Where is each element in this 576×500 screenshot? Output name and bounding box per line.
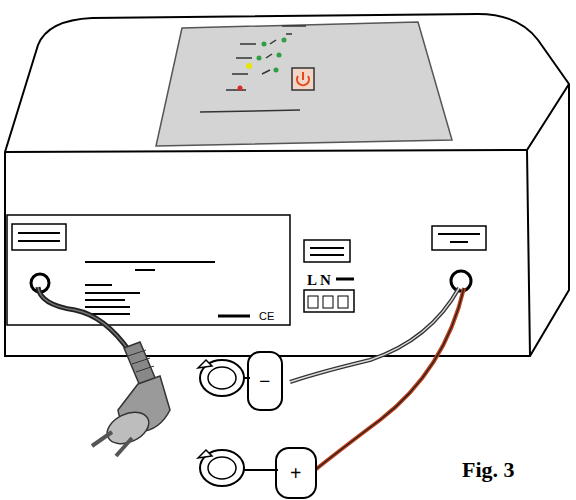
power-button	[292, 68, 314, 90]
label-plate	[12, 224, 66, 250]
ce-mark: CE	[259, 310, 274, 322]
positive-cable	[315, 288, 464, 470]
polarity-sign: −	[259, 370, 270, 393]
positive-clamp	[198, 448, 316, 498]
figure-caption: Fig. 3	[462, 457, 515, 483]
negative-clamp	[198, 352, 282, 410]
cable-grommet	[451, 271, 471, 291]
panel-marks	[200, 26, 306, 112]
led-indicators	[238, 38, 287, 91]
control-panel	[156, 22, 452, 146]
terminal-plate	[304, 240, 350, 262]
negative-cable	[290, 288, 459, 382]
rating-plate	[7, 215, 290, 325]
mains-plug	[92, 342, 170, 456]
output-plate	[432, 226, 486, 250]
charger-housing	[5, 14, 569, 356]
terminal-block	[304, 290, 354, 312]
polarity-sign: +	[290, 462, 301, 485]
terminal-label: L N	[307, 272, 331, 289]
mains-cable	[38, 287, 130, 352]
